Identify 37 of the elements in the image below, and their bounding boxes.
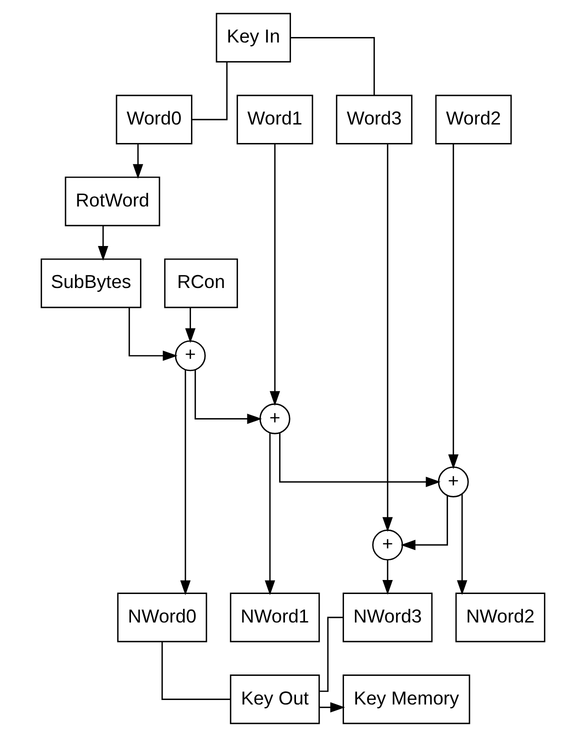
arrow: [184, 308, 195, 343]
node-box: NWord0: [116, 592, 207, 642]
node-box: Word2: [434, 94, 512, 144]
arrow: [97, 226, 108, 261]
connector: [191, 62, 228, 120]
node-box: Key In: [215, 12, 290, 63]
arrow: [278, 432, 440, 488]
node-box: NWord2: [454, 592, 545, 642]
arrow: [448, 144, 458, 470]
arrow: [269, 144, 280, 406]
connector: [290, 37, 374, 95]
node-box: RotWord: [64, 176, 160, 226]
arrow: [456, 494, 467, 595]
node-box: NWord1: [229, 592, 320, 642]
arrow: [264, 433, 275, 596]
arrow: [132, 144, 143, 179]
node-box: RCon: [164, 258, 238, 308]
node-box: SubBytes: [40, 258, 141, 308]
node-circle: +: [174, 340, 206, 372]
node-box: Key Memory: [342, 674, 470, 724]
connector: [319, 616, 342, 692]
node-box: Word1: [236, 94, 313, 144]
node-box: Word3: [335, 94, 412, 144]
arrow: [318, 702, 345, 713]
node-box: Key Out: [229, 674, 320, 724]
arrow: [180, 370, 190, 596]
arrow: [400, 496, 448, 550]
node-circle: +: [372, 530, 403, 560]
node-circle: +: [258, 403, 290, 434]
arrow: [128, 308, 178, 361]
arrow: [382, 144, 392, 532]
arrow: [194, 370, 262, 424]
connector: [160, 642, 230, 700]
node-box: Word0: [115, 94, 192, 144]
arrow: [382, 560, 392, 595]
node-circle: +: [437, 466, 468, 498]
node-box: NWord3: [342, 592, 432, 642]
